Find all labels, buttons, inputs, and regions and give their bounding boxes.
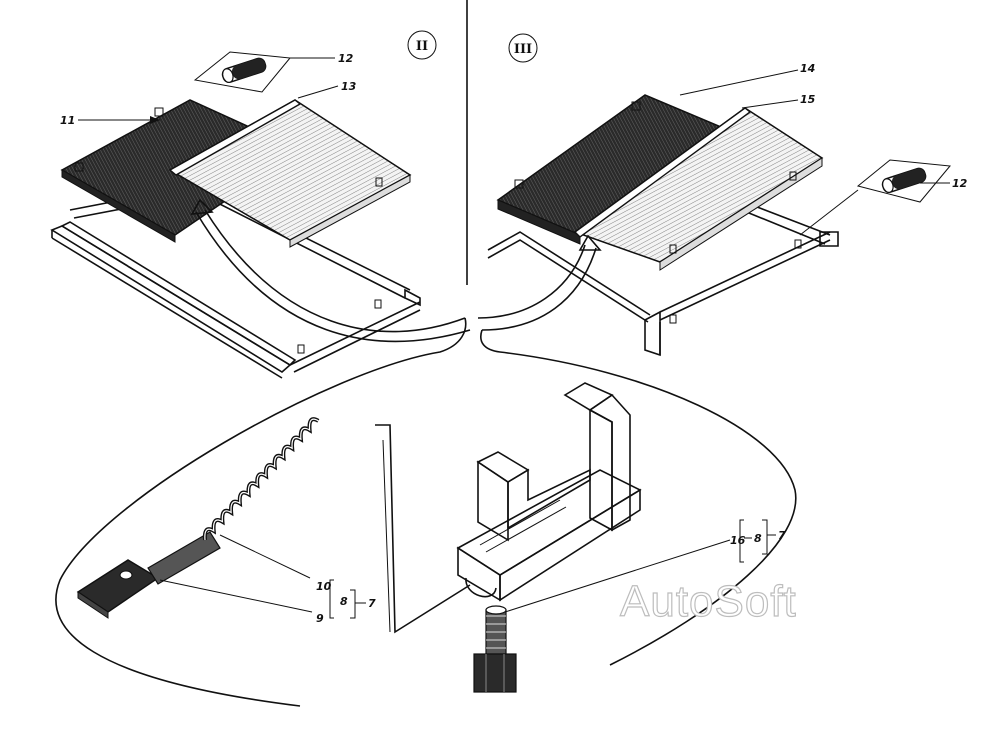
transfer-arrow-left: [204, 209, 466, 333]
callout-8-clip: 8: [754, 532, 762, 545]
left-frame: [50, 184, 421, 379]
pin-detail-right: [799, 159, 951, 236]
callout-15: 15: [800, 93, 816, 106]
callout-8-spring: 8: [340, 595, 348, 608]
spring-bolt-assembly: [76, 417, 320, 619]
leader-13: [297, 85, 339, 99]
callout-12-right: 12: [952, 177, 968, 190]
transfer-arrow-right: [477, 244, 586, 319]
svg-text:III: III: [514, 42, 532, 57]
callout-16: 16: [730, 534, 746, 547]
stud-bolt: [473, 605, 517, 693]
callout-7-spring: 7: [368, 597, 376, 610]
left-light-panel: [168, 99, 412, 248]
view-III-marker: III: [508, 33, 538, 63]
callout-14: 14: [800, 62, 815, 75]
callout-7-clip: 7: [778, 529, 786, 542]
callout-10: 10: [316, 580, 332, 593]
detail-outline: [55, 317, 467, 707]
pin-detail-left: [193, 51, 335, 93]
svg-text:II: II: [416, 39, 428, 54]
callout-9: 9: [316, 612, 324, 625]
coil-spring: [202, 417, 320, 541]
spring-leader: [375, 424, 471, 634]
callout-13: 13: [341, 80, 357, 93]
clamp-bracket: [456, 382, 642, 602]
view-II-marker: II: [407, 30, 437, 60]
watermark: AutoSoft: [620, 577, 797, 626]
callout-11: 11: [60, 114, 75, 127]
right-light-panel: [573, 107, 824, 271]
callout-12-left: 12: [338, 52, 354, 65]
